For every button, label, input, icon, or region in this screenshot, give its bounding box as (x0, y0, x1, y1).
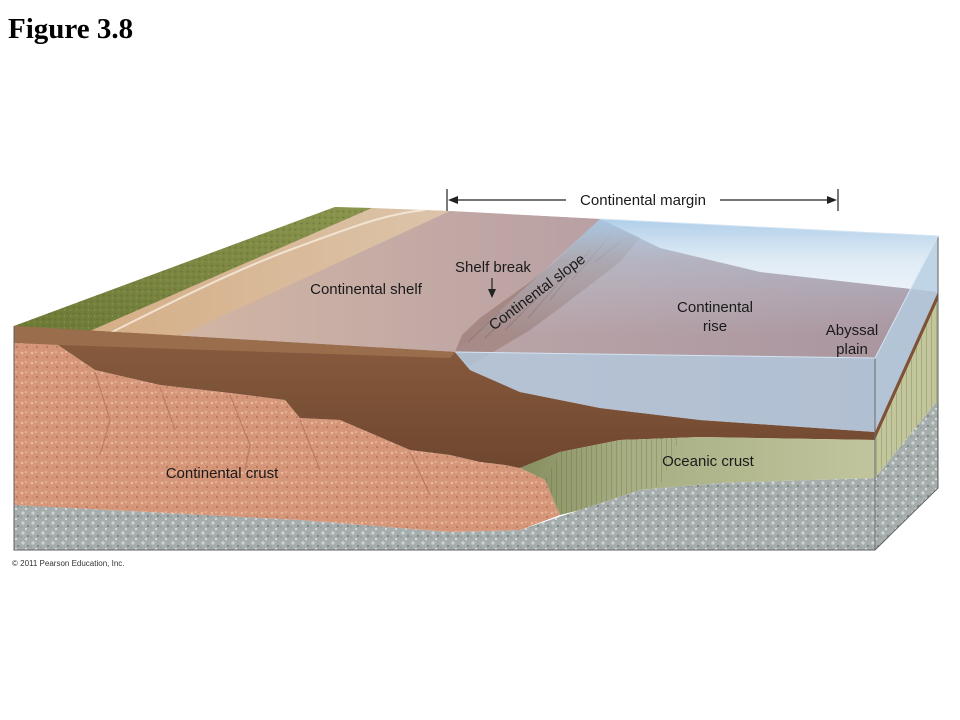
oceanic-crust-dikes (545, 437, 680, 515)
land-soil-cap (14, 326, 455, 358)
label-continental-crust: Continental crust (166, 465, 279, 482)
margin-arrowhead-left (448, 196, 458, 204)
water-top-surface (455, 219, 938, 358)
label-continental-shelf: Continental shelf (310, 281, 423, 298)
beach-surface (90, 208, 450, 338)
right-face-basement (875, 400, 938, 550)
label-shelf-break: Shelf break (455, 259, 531, 276)
label-continental-rise-line1: Continental (677, 299, 753, 316)
basement-rock-layer (14, 478, 875, 550)
label-continental-margin: Continental margin (580, 192, 706, 209)
label-abyssal-plain-line2: plain (836, 341, 868, 358)
crust-fault-lines (94, 371, 431, 496)
label-continental-rise-line2: rise (703, 318, 727, 335)
land-vegetation-texture (14, 207, 372, 331)
continental-crust-layer (14, 343, 560, 532)
label-oceanic-crust: Oceanic crust (662, 453, 755, 470)
figure-title: Figure 3.8 (8, 13, 133, 45)
shelf-break-arrowhead (488, 289, 496, 298)
right-face-dikes (875, 300, 938, 478)
copyright-notice: © 2011 Pearson Education, Inc. (12, 559, 124, 568)
surf-line (109, 209, 426, 334)
margin-arrowhead-right (827, 196, 837, 204)
continental-shelf-surface (175, 211, 600, 352)
sediment-layer (14, 326, 875, 468)
water-front-face (455, 352, 875, 432)
water-box-edges (454, 218, 939, 359)
label-abyssal-plain-line1: Abyssal (826, 322, 879, 339)
right-face-sediment (875, 292, 938, 440)
water-right-face (875, 236, 938, 432)
